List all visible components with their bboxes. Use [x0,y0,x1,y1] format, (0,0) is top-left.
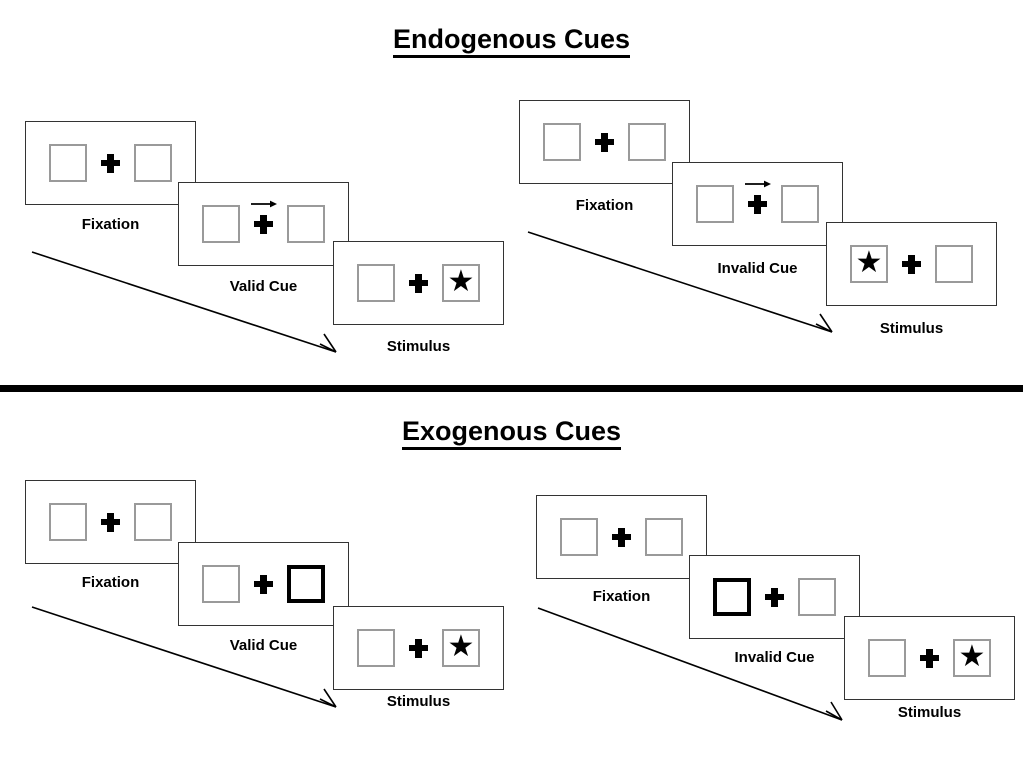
endogenous-valid-label-stimulus: Stimulus [386,338,451,355]
endogenous-invalid-label-cue: Invalid Cue [717,260,798,277]
exogenous-title: Exogenous Cues [0,416,1023,450]
arrow-right-icon [250,200,277,207]
left-box [49,503,87,541]
exogenous-invalid-frame-fixation[interactable] [536,495,707,579]
plus-icon [250,200,277,234]
plus-icon [254,574,273,594]
plus-icon [765,587,784,607]
exogenous-valid-label-cue: Valid Cue [229,637,298,654]
endogenous-invalid-label-stimulus: Stimulus [879,320,944,337]
endogenous-invalid-frame-fixation[interactable] [519,100,690,184]
left-box: ★ [850,245,888,283]
plus-icon [902,254,921,274]
right-box [781,185,819,223]
left-box-cued [713,578,751,616]
right-box [935,245,973,283]
exogenous-title-text: Exogenous Cues [401,416,622,450]
endogenous-invalid-frame-cue[interactable] [672,162,843,246]
endogenous-valid-flow-arrow [31,251,337,353]
left-box [543,123,581,161]
section-exogenous: Exogenous Cues Fixation Valid Cue ★ Stim… [0,392,1023,767]
plus-icon [101,153,120,173]
exogenous-valid-flow-arrow [31,606,337,708]
endogenous-valid-frame-cue[interactable] [178,182,349,266]
exogenous-valid-label-stimulus: Stimulus [386,693,451,710]
exogenous-valid-frame-stimulus[interactable]: ★ [333,606,504,690]
endogenous-valid-label-cue: Valid Cue [229,278,298,295]
exogenous-invalid-flow-arrow [537,607,843,721]
plus-icon [409,638,428,658]
star-icon: ★ [447,265,475,298]
right-box [134,144,172,182]
exogenous-valid-frame-fixation[interactable] [25,480,196,564]
left-box [202,565,240,603]
star-icon: ★ [447,630,475,663]
left-box [696,185,734,223]
right-box: ★ [953,639,991,677]
section-divider [0,385,1023,392]
star-icon: ★ [855,246,883,279]
left-box [357,629,395,667]
arrow-right-icon [744,180,771,187]
exogenous-invalid-frame-cue[interactable] [689,555,860,639]
right-box: ★ [442,264,480,302]
right-box [628,123,666,161]
right-box [287,205,325,243]
plus-icon [612,527,631,547]
plus-icon [744,180,771,214]
endogenous-valid-frame-fixation[interactable] [25,121,196,205]
endogenous-invalid-frame-stimulus[interactable]: ★ [826,222,997,306]
endogenous-title-text: Endogenous Cues [392,24,630,58]
right-box [134,503,172,541]
endogenous-invalid-label-fixation: Fixation [575,197,634,214]
exogenous-invalid-label-stimulus: Stimulus [897,704,962,721]
right-box: ★ [442,629,480,667]
plus-icon [409,273,428,293]
section-endogenous: Endogenous Cues Fixation Valid Cue [0,24,1023,355]
endogenous-invalid-flow-arrow [527,231,833,333]
star-icon: ★ [958,640,986,673]
exogenous-valid-frame-cue[interactable] [178,542,349,626]
left-box [868,639,906,677]
endogenous-valid-frame-stimulus[interactable]: ★ [333,241,504,325]
right-box-cued [287,565,325,603]
exogenous-invalid-frame-stimulus[interactable]: ★ [844,616,1015,700]
plus-icon [101,512,120,532]
exogenous-invalid-label-cue: Invalid Cue [734,649,815,666]
endogenous-valid-label-fixation: Fixation [81,216,140,233]
plus-icon [595,132,614,152]
right-box [798,578,836,616]
left-box [202,205,240,243]
exogenous-invalid-label-fixation: Fixation [592,588,651,605]
left-box [49,144,87,182]
exogenous-valid-label-fixation: Fixation [81,574,140,591]
left-box [357,264,395,302]
plus-icon [920,648,939,668]
right-box [645,518,683,556]
endogenous-title: Endogenous Cues [0,24,1023,58]
left-box [560,518,598,556]
